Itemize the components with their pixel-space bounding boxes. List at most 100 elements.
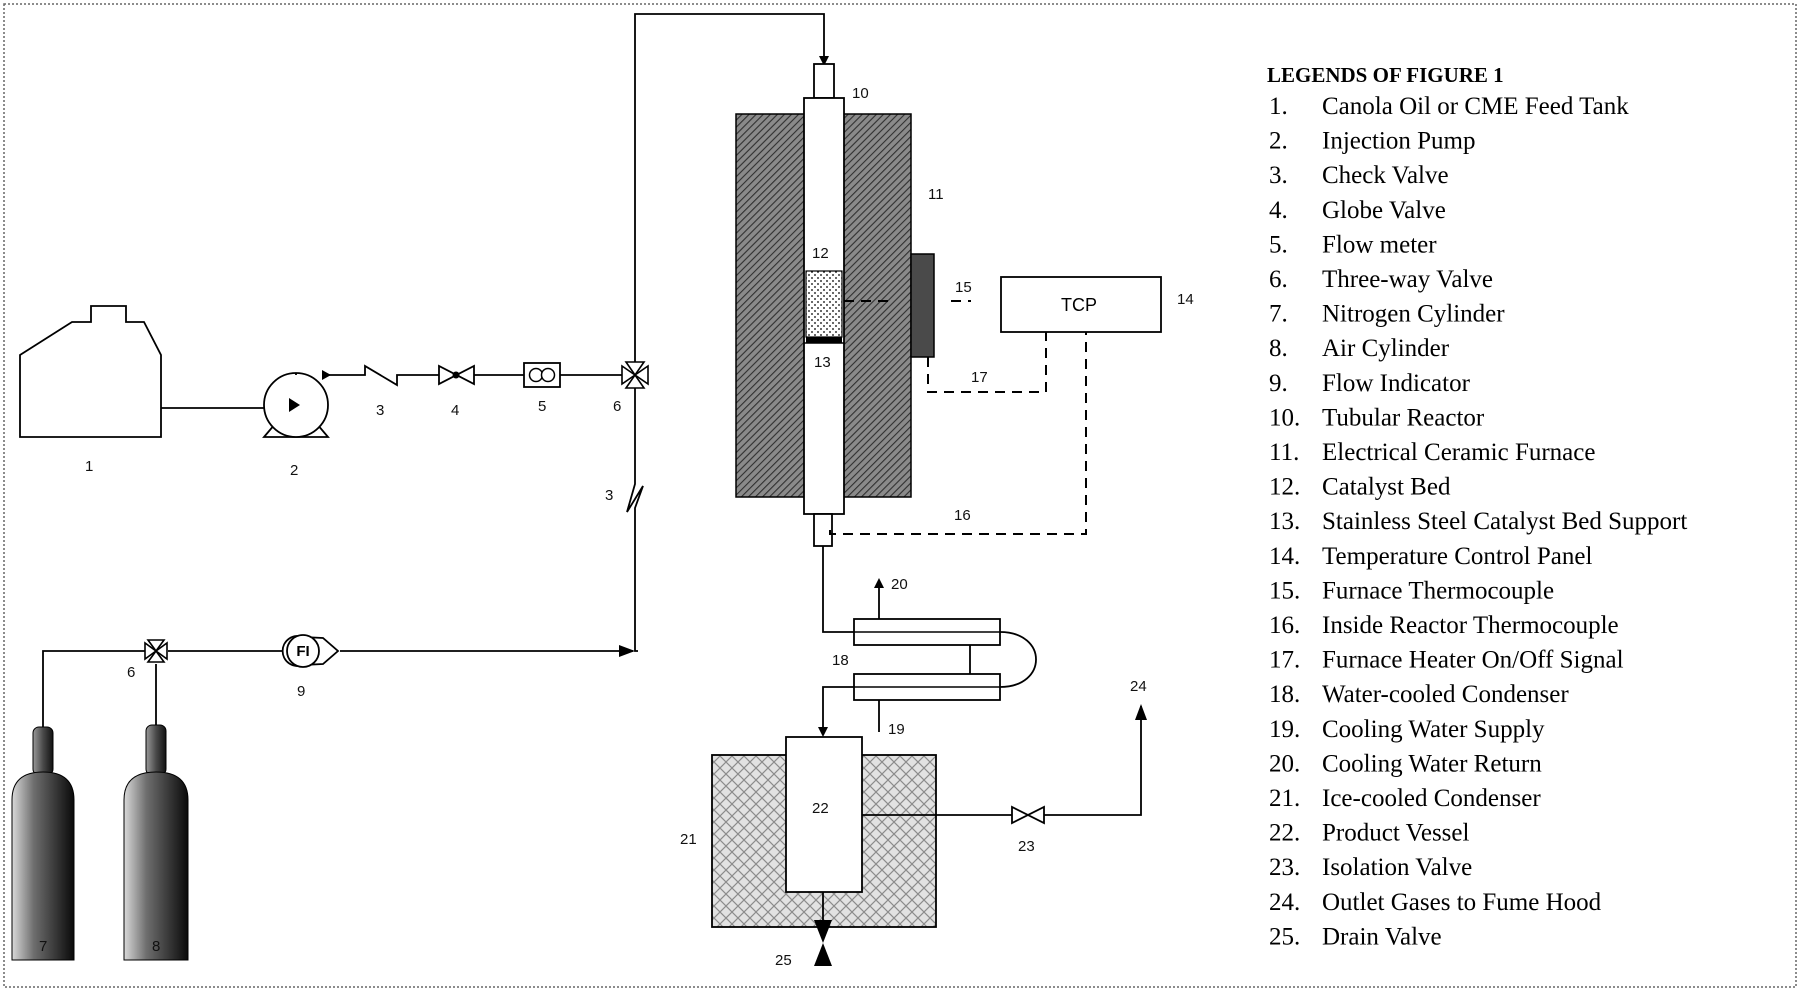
- legend-item-text: Outlet Gases to Fume Hood: [1322, 889, 1602, 916]
- legend-item-number: 17.: [1269, 647, 1300, 674]
- legend-item-number: 6.: [1269, 266, 1288, 293]
- legend-item-text: Product Vessel: [1322, 820, 1470, 847]
- label-24: 24: [1130, 678, 1147, 695]
- legend-item-number: 20.: [1269, 750, 1300, 777]
- label-10: 10: [852, 85, 869, 102]
- label-4: 4: [451, 402, 459, 419]
- legend-item-text: Water-cooled Condenser: [1322, 681, 1569, 708]
- label-2: 2: [290, 462, 298, 479]
- label-25: 25: [775, 952, 792, 969]
- legend-item: 16. Inside Reactor Thermocouple: [1269, 612, 1619, 639]
- label-5: 5: [538, 398, 546, 415]
- label-3b: 3: [605, 487, 613, 504]
- flow-indicator: FI: [281, 634, 340, 668]
- legend-item: 23. Isolation Valve: [1269, 854, 1472, 881]
- three-way-valve-lower: [144, 639, 168, 663]
- legend-item-number: 24.: [1269, 889, 1300, 916]
- legend-item: 22.Product Vessel: [1269, 820, 1470, 847]
- legend-item: 5.Flow meter: [1269, 231, 1437, 258]
- legend-item-text: Inside Reactor Thermocouple: [1322, 612, 1619, 639]
- flow-meter: [523, 362, 561, 388]
- legend-item: 14.Temperature Control Panel: [1269, 543, 1592, 570]
- legend-item: 15. Furnace Thermocouple: [1269, 577, 1554, 604]
- label-14: 14: [1177, 291, 1194, 308]
- figure-border: [3, 3, 1797, 988]
- legend-item-number: 13.: [1269, 508, 1300, 535]
- legend-item-text: Tubular Reactor: [1322, 404, 1485, 431]
- label-11: 11: [928, 186, 944, 203]
- label-16: 16: [954, 507, 971, 524]
- legend-item-text: Nitrogen Cylinder: [1322, 301, 1505, 328]
- legend-item-number: 2.: [1269, 128, 1288, 155]
- legend-item: 12. Catalyst Bed: [1269, 474, 1451, 501]
- legend-item: 1.Canola Oil or CME Feed Tank: [1269, 93, 1629, 120]
- label-19: 19: [888, 721, 905, 738]
- nitrogen-cylinder: [11, 726, 75, 961]
- legend-item: 8. Air Cylinder: [1269, 335, 1450, 362]
- check-valve-vertical: [626, 478, 644, 514]
- legend-item: 19. Cooling Water Supply: [1269, 716, 1545, 743]
- legend-item-number: 21.: [1269, 785, 1300, 812]
- legend-item: 11. Electrical Ceramic Furnace: [1269, 439, 1595, 466]
- legend-item: 3.Check Valve: [1269, 162, 1449, 189]
- gas-line-lower: [634, 514, 638, 652]
- legend-item-text: Electrical Ceramic Furnace: [1322, 439, 1595, 466]
- legend-item: 20.Cooling Water Return: [1269, 750, 1542, 777]
- catalyst-bed: [805, 270, 843, 338]
- legend-item-text: Isolation Valve: [1322, 854, 1472, 881]
- legend-item-text: Air Cylinder: [1322, 335, 1450, 362]
- label-17: 17: [971, 369, 988, 386]
- legend-item-number: 1.: [1269, 93, 1288, 120]
- legend-item: 2. Injection Pump: [1269, 128, 1475, 155]
- legend-item: 6. Three-way Valve: [1269, 266, 1493, 293]
- legend-item-number: 3.: [1269, 162, 1288, 189]
- legend-title: LEGENDS OF FIGURE 1: [1267, 63, 1504, 87]
- label-21: 21: [680, 831, 697, 848]
- heater-signal-line: [927, 332, 1047, 393]
- label-1: 1: [85, 458, 93, 475]
- label-8: 8: [152, 938, 160, 955]
- reactor-thermocouple-line: [829, 332, 1087, 535]
- legend-item-text: Cooling Water Supply: [1322, 716, 1545, 743]
- legend-item: 18. Water-cooled Condenser: [1269, 681, 1569, 708]
- legend-item-number: 4.: [1269, 197, 1288, 224]
- furnace-thermocouple-block: [910, 253, 935, 358]
- legend-item: 13.Stainless Steel Catalyst Bed Support: [1269, 508, 1687, 535]
- label-18: 18: [832, 652, 849, 669]
- legend-item-number: 19.: [1269, 716, 1300, 743]
- legend-item-text: Three-way Valve: [1322, 266, 1493, 293]
- legend: LEGENDS OF FIGURE 1 1.Canola Oil or CME …: [1267, 63, 1687, 950]
- label-22: 22: [812, 800, 829, 817]
- legend-item-text: Flow Indicator: [1322, 370, 1471, 397]
- tcp-label: TCP: [1061, 295, 1097, 315]
- drain-valve: [814, 920, 832, 966]
- legend-item: 9. Flow Indicator: [1269, 370, 1471, 397]
- label-7: 7: [39, 938, 47, 955]
- label-15: 15: [955, 279, 972, 296]
- legend-item-text: Injection Pump: [1322, 128, 1475, 155]
- feed-tank: [19, 305, 162, 438]
- nitrogen-line: [42, 650, 145, 727]
- legend-item-number: 9.: [1269, 370, 1288, 397]
- legend-item: 21. Ice-cooled Condenser: [1269, 785, 1541, 812]
- legend-item-text: Furnace Thermocouple: [1322, 577, 1554, 604]
- legend-item-number: 18.: [1269, 681, 1300, 708]
- legend-item-text: Ice-cooled Condenser: [1322, 785, 1541, 812]
- check-valve-horizontal: [361, 364, 401, 387]
- legend-item-number: 8.: [1269, 335, 1288, 362]
- legend-item-number: 16.: [1269, 612, 1300, 639]
- legend-item-text: Furnace Heater On/Off Signal: [1322, 647, 1624, 674]
- temperature-control-panel: [1000, 276, 1162, 333]
- legend-item-text: Flow meter: [1322, 231, 1437, 258]
- legend-item-number: 15.: [1269, 577, 1300, 604]
- legend-item: 7.Nitrogen Cylinder: [1269, 301, 1505, 328]
- catalyst-bed-support: [806, 337, 842, 343]
- legend-item-number: 11.: [1269, 439, 1299, 466]
- globe-valve: [438, 364, 475, 386]
- legend-item-number: 23.: [1269, 854, 1300, 881]
- legend-item-text: Catalyst Bed: [1322, 474, 1451, 501]
- legend-item: 17. Furnace Heater On/Off Signal: [1269, 647, 1624, 674]
- legend-item-number: 12.: [1269, 474, 1300, 501]
- pump-discharge-arrow: [322, 370, 331, 380]
